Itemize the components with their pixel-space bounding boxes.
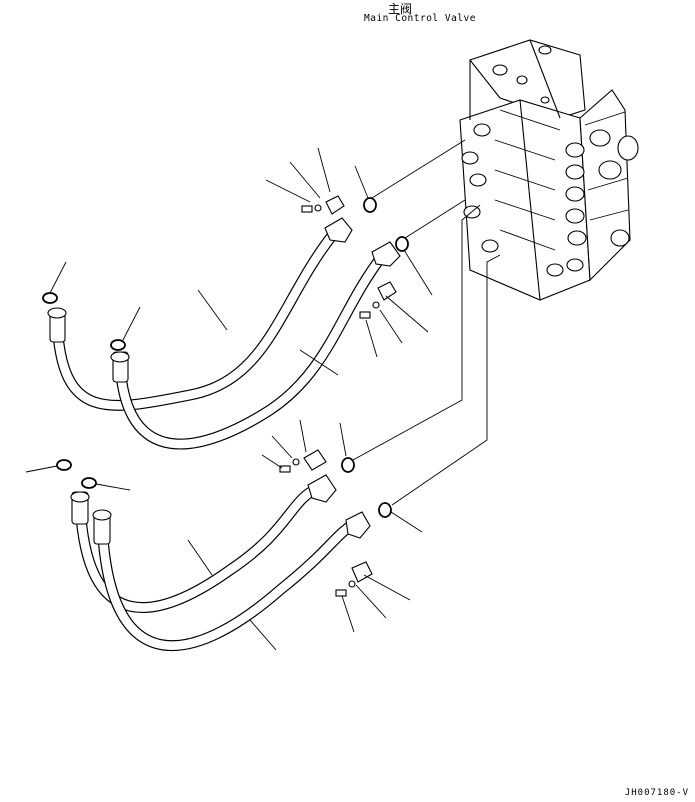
lower-flange-fittings <box>303 449 373 583</box>
connection-lines <box>352 139 501 506</box>
valve-ports <box>461 45 584 277</box>
leader-lines <box>25 147 433 651</box>
title-english: Main Control Valve <box>364 13 476 24</box>
lower-bolts <box>279 458 356 597</box>
drawing-code: JH007180-V <box>624 788 689 798</box>
upper-hose-2 <box>114 249 389 450</box>
lower-hose-2 <box>96 514 361 652</box>
lower-hose-1 <box>74 482 324 613</box>
main-control-valve <box>459 39 639 301</box>
valve-spool-caps <box>565 129 639 247</box>
lower-hose-end-fittings <box>70 491 112 545</box>
lower-o-rings <box>56 457 392 518</box>
upper-flange-fittings <box>324 195 401 301</box>
upper-hose-1 <box>51 226 341 411</box>
upper-hose-end-fittings <box>47 307 130 383</box>
upper-bolts <box>301 204 380 319</box>
title-chinese: 主阀 <box>387 2 412 16</box>
